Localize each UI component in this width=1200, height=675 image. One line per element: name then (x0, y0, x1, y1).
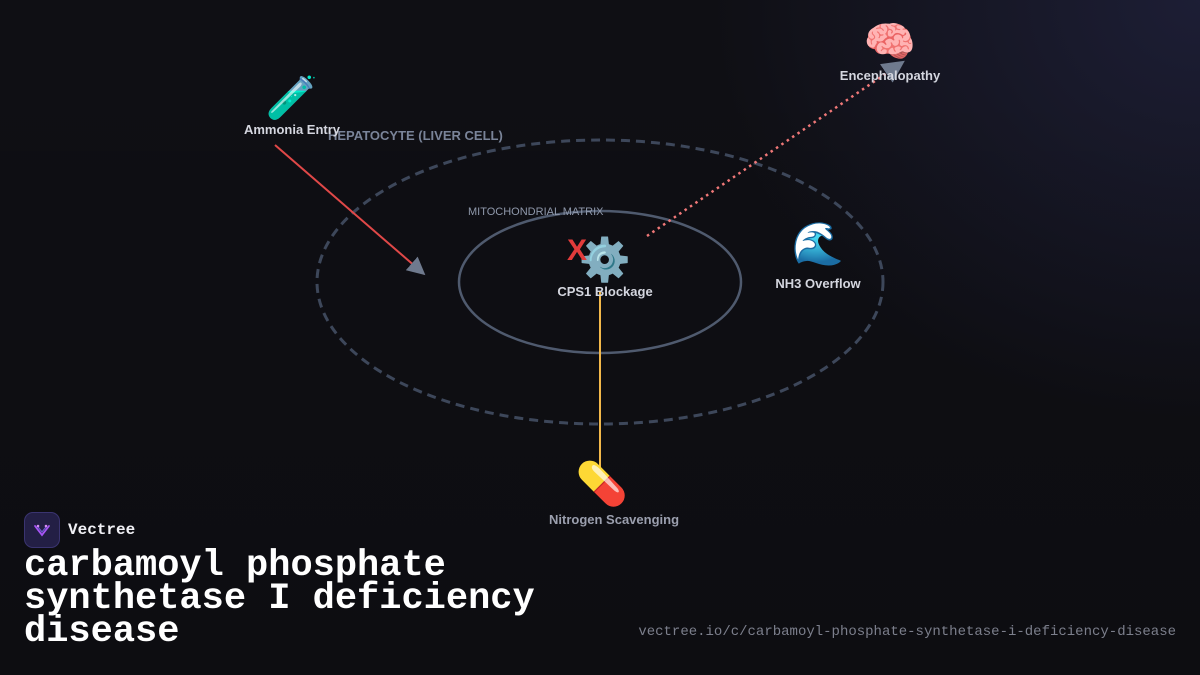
brand: Vectree (24, 512, 135, 548)
page-title: carbamoyl phosphate synthetase I deficie… (24, 545, 535, 653)
cps1-blockage-node: ⚙️ X CPS1 Blockage (557, 234, 653, 299)
brand-name: Vectree (68, 521, 136, 539)
test-tube-icon: 🧪 (265, 74, 319, 121)
pill-icon: 💊 (575, 460, 629, 507)
nitrogen-scavenging-node: 💊 Nitrogen Scavenging (549, 460, 679, 527)
gear-icon: ⚙️ (578, 236, 632, 283)
cps1-blockage-label: CPS1 Blockage (557, 284, 653, 299)
ammonia-entry-label: Ammonia Entry (243, 122, 341, 137)
page-url[interactable]: vectree.io/c/carbamoyl-phosphate-synthet… (638, 624, 1176, 640)
nh3-overflow-node: 🌊 NH3 Overflow (775, 220, 860, 291)
vectree-logo-icon (24, 512, 60, 548)
hepatocyte-membrane (315, 138, 885, 426)
mitochondrial-matrix-label: MITOCHONDRIAL MATRIX (468, 206, 604, 218)
encephalopathy-node: 🧠 Encephalopathy (840, 18, 940, 83)
blocked-x-icon: X (566, 234, 587, 267)
nh3-overflow-label: NH3 Overflow (775, 276, 861, 291)
encephalopathy-arrow (646, 60, 905, 238)
ammonia-entry-node: 🧪 Ammonia Entry (244, 74, 340, 137)
nitrogen-scavenging-label: Nitrogen Scavenging (548, 512, 680, 527)
hepatocyte-label: HEPATOCYTE (LIVER CELL) (328, 128, 503, 143)
wave-icon: 🌊 (791, 220, 845, 267)
encephalopathy-label: Encephalopathy (839, 68, 941, 83)
brain-icon: 🧠 (863, 18, 917, 65)
ammonia-entry-arrow (274, 144, 426, 276)
